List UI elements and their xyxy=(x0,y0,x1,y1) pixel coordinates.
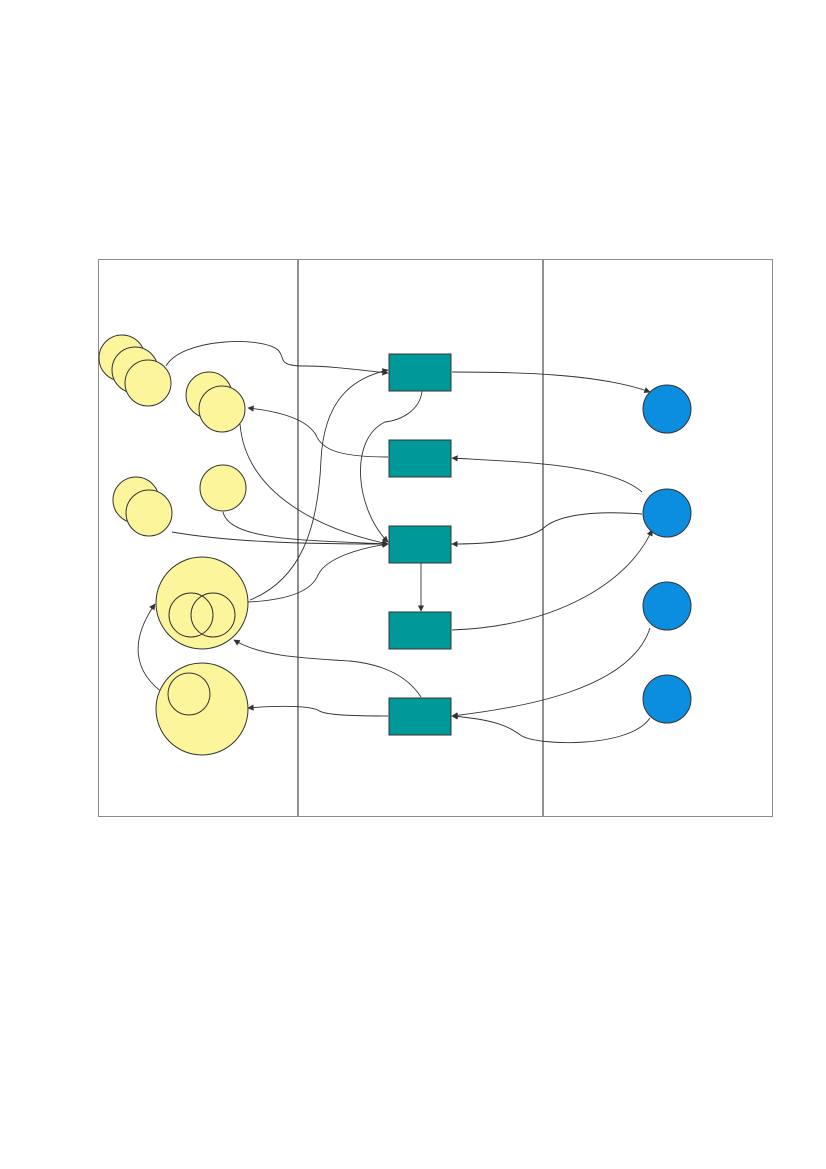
process-box-3 xyxy=(388,525,452,564)
yellow-single-node xyxy=(199,464,247,512)
edge-stack-c-to-box-3 xyxy=(171,531,389,548)
process-box-2 xyxy=(388,439,452,478)
edge-large-a-to-large-b xyxy=(137,603,167,696)
edge-blue-2-to-box-3 xyxy=(451,512,643,548)
edge-stack-a-to-box-1 xyxy=(165,341,389,376)
yellow-stack-b xyxy=(185,371,246,433)
edge-box-5-to-large-a xyxy=(233,639,422,698)
process-box-4 xyxy=(388,611,452,650)
edge-blue-4-to-box-5 xyxy=(451,713,651,744)
yellow-stack-a xyxy=(98,334,172,407)
edge-blue-2-to-box-2 xyxy=(451,455,643,493)
blue-node-2 xyxy=(642,488,692,538)
inner-ring-right xyxy=(190,592,236,638)
left-lane-nodes xyxy=(98,334,249,756)
edge-box-1-to-blue-1 xyxy=(451,371,651,394)
edge-box-5-to-large-b xyxy=(247,704,389,717)
edge-single-to-box-3 xyxy=(222,511,389,547)
yellow-stack-c xyxy=(112,476,173,537)
edge-box-2-to-stack-b xyxy=(247,405,389,458)
edge-stack-b-to-box-3 xyxy=(239,423,389,546)
yellow-large-node-b xyxy=(155,662,249,756)
edge-blue-3-to-box-5 xyxy=(451,627,651,719)
edge-box-1-to-box-3 xyxy=(360,390,423,543)
edges xyxy=(137,341,653,744)
blue-node-1 xyxy=(642,384,692,434)
edge-box-4-to-blue-2 xyxy=(451,529,653,631)
middle-lane-boxes xyxy=(388,353,452,736)
right-lane-nodes xyxy=(642,384,692,724)
blue-node-4 xyxy=(642,674,692,724)
yellow-large-node-a xyxy=(155,556,249,650)
blue-node-3 xyxy=(642,581,692,631)
process-box-1 xyxy=(388,353,452,392)
edge-large-a-to-box-3 xyxy=(247,541,389,603)
diagram-frame xyxy=(98,259,773,817)
edge-large-a-to-box-1 xyxy=(249,368,389,601)
process-box-5 xyxy=(388,697,452,736)
inner-ring xyxy=(167,672,211,716)
inner-ring-left xyxy=(168,592,214,638)
